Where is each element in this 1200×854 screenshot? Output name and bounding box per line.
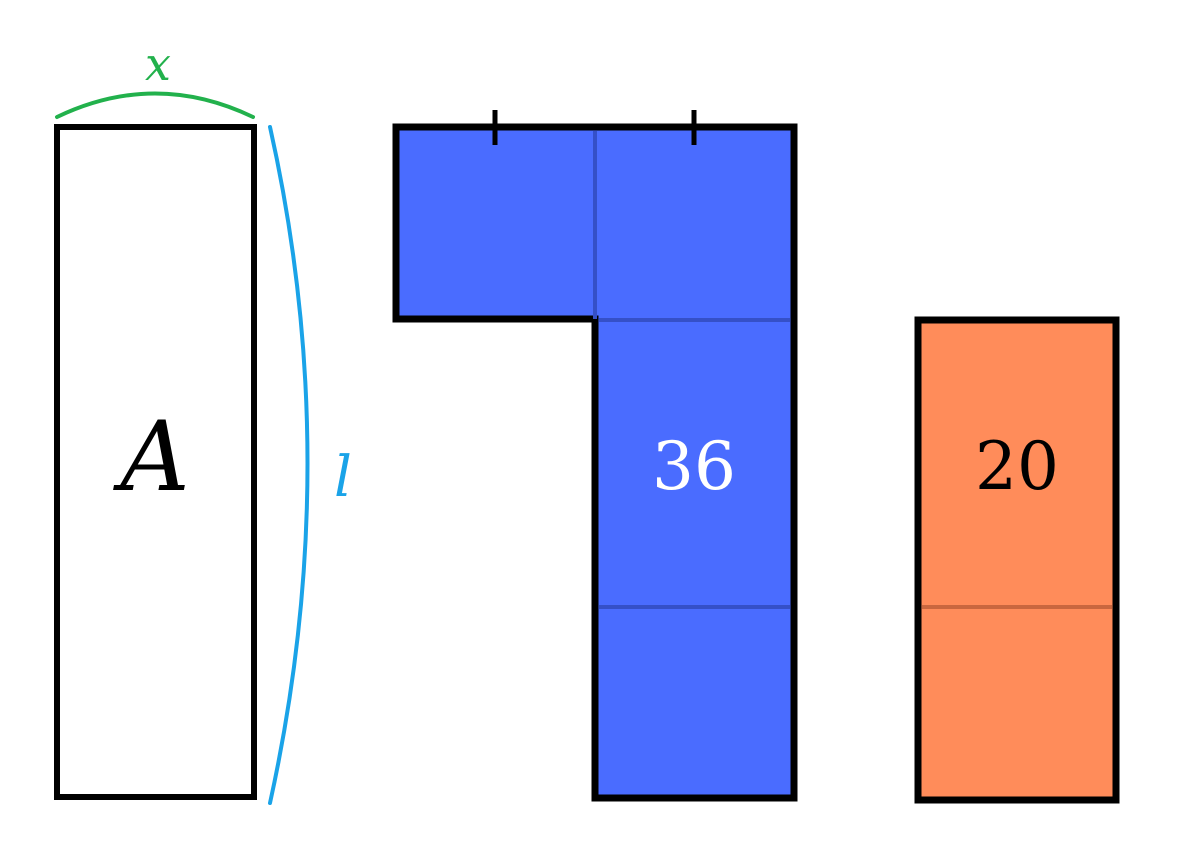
orange-rectangle: [914, 316, 1120, 804]
width-brace: [55, 91, 255, 119]
blue-area-label: 36: [652, 428, 736, 505]
length-brace: [268, 125, 310, 805]
width-variable-label: x: [145, 37, 171, 91]
orange-area-label: 20: [975, 428, 1059, 505]
blue-l-shape: [392, 123, 798, 802]
blue-region: 36: [392, 110, 798, 802]
area-rectangle: [54, 124, 257, 800]
length-variable-label: l: [334, 445, 352, 510]
orange-region: 20: [914, 316, 1120, 804]
area-variable-label: A: [112, 401, 189, 513]
